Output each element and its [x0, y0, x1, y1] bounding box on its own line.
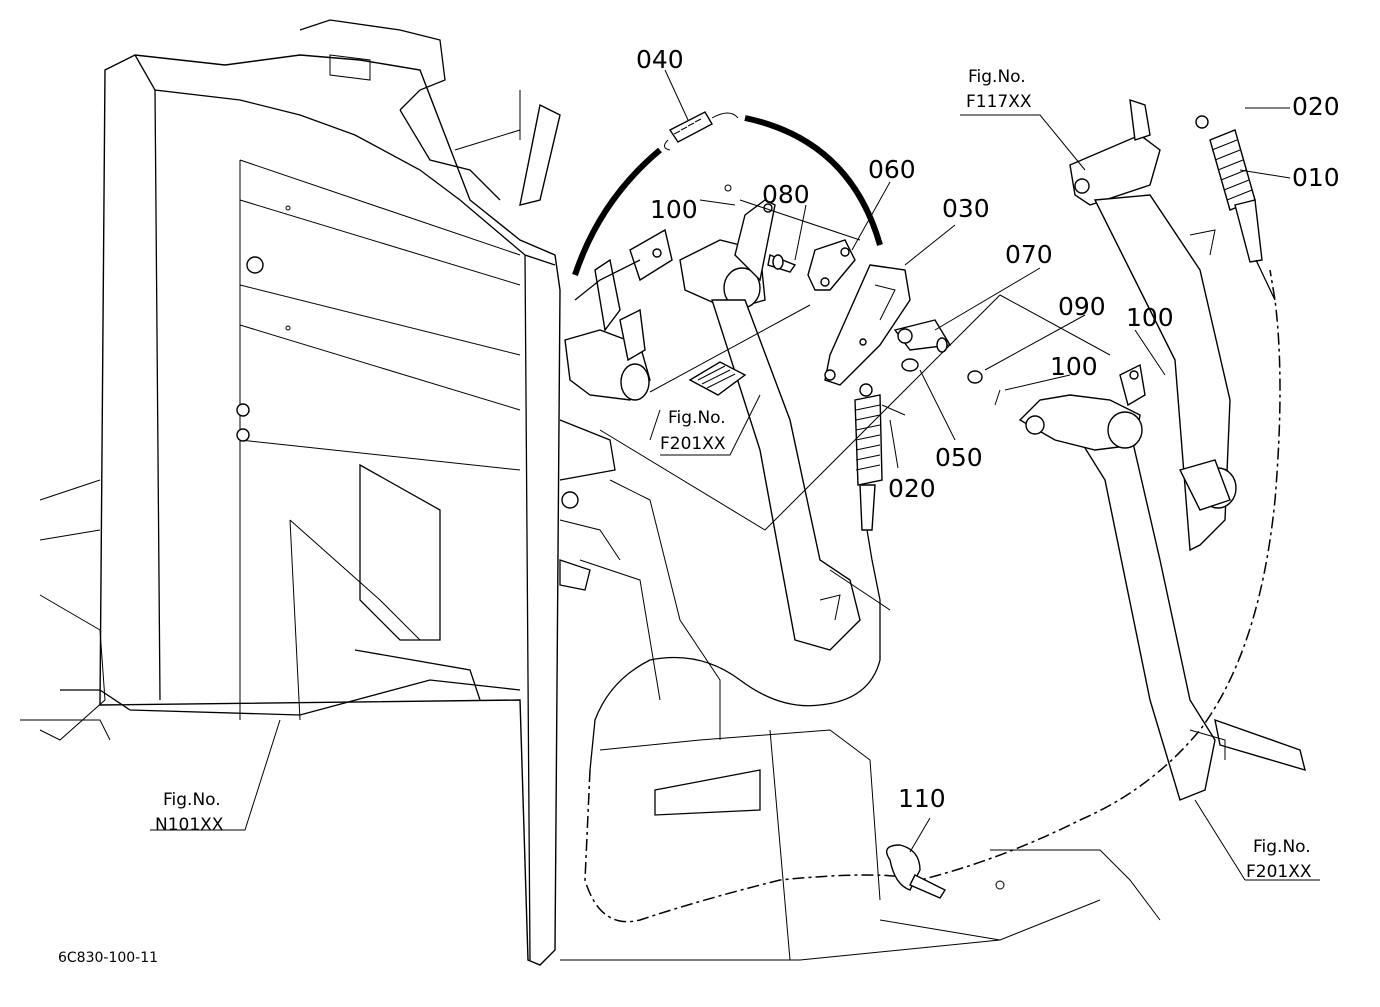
callout-050: 050 [935, 443, 983, 472]
pedal-arm-right [1018, 98, 1306, 801]
callout-030: 030 [942, 194, 990, 223]
fig-ref-label: Fig.No. [968, 67, 1026, 87]
return-spring [572, 111, 883, 276]
callout-040: 040 [636, 45, 684, 74]
fig-ref-label: Fig.No. [163, 790, 221, 810]
fig-ref-label: Fig.No. [668, 408, 726, 428]
callout-100: 100 [1050, 352, 1098, 381]
pedal-arm-center [679, 199, 891, 651]
callout-090: 090 [1058, 292, 1106, 321]
callout-100: 100 [650, 195, 698, 224]
lever-bracket [519, 103, 673, 591]
fig-ref-number: F117XX [966, 92, 1032, 112]
fig-ref-number: F201XX [660, 434, 726, 454]
fig-ref-number: N101XX [155, 815, 224, 835]
callout-010: 010 [1292, 163, 1340, 192]
throttle-cable [584, 115, 1281, 923]
fig-ref-number: F201XX [1246, 862, 1312, 882]
callout-110: 110 [898, 784, 946, 813]
callout-080: 080 [762, 180, 810, 209]
callout-060: 060 [868, 155, 916, 184]
figure-references: Fig.No. F117XX Fig.No. F201XX Fig.No. N1… [155, 67, 1312, 882]
callout-020: 020 [1292, 92, 1340, 121]
drawing-code: 6C830-100-11 [58, 950, 158, 966]
cable-clamp [886, 844, 947, 899]
dashboard-panel [20, 19, 561, 966]
fig-ref-label: Fig.No. [1253, 837, 1311, 857]
chassis-frame [560, 479, 1161, 961]
leader-lines [150, 69, 1320, 881]
callout-070: 070 [1005, 240, 1053, 269]
callout-labels: 040 100 080 060 030 070 090 100 100 050 … [636, 45, 1340, 813]
lever-plate [767, 239, 983, 386]
callout-020: 020 [888, 474, 936, 503]
callout-100: 100 [1126, 303, 1174, 332]
